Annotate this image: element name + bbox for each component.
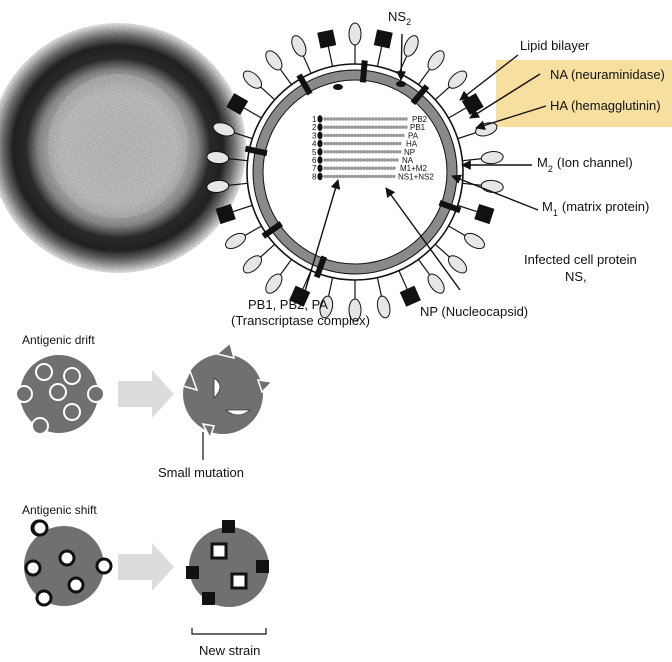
ha-spike xyxy=(242,70,276,101)
shift-original-virus xyxy=(24,519,113,607)
rna-segment: 6 NA xyxy=(312,156,414,165)
segment-gene-label: NS1+NS2 xyxy=(398,172,434,181)
m2-channel xyxy=(438,199,462,214)
segment-number: 8 xyxy=(312,172,317,181)
antigenic-shift-panel: Antigenic shift New strain xyxy=(22,503,269,658)
segment-gene-label: NA xyxy=(402,156,414,165)
segment-number: 2 xyxy=(312,123,317,132)
rna-segment: 7 M1+M2 xyxy=(312,164,427,173)
electron-micrograph xyxy=(0,23,246,273)
m2-channel xyxy=(261,221,283,239)
m2-ion-channels xyxy=(244,60,462,279)
ha-spike xyxy=(376,277,391,319)
na-spike xyxy=(398,270,421,307)
rna-segment: 1 PB2 xyxy=(312,115,428,124)
ha-spike xyxy=(457,122,498,140)
ha-spike xyxy=(434,70,468,101)
na-spike xyxy=(215,203,253,225)
segment-number: 5 xyxy=(312,148,317,157)
drift-arrow xyxy=(118,370,174,418)
m2-channel xyxy=(410,84,430,105)
transcriptase-label: PB1, PB2, PA xyxy=(248,297,328,312)
na-label: NA (neuraminidase) xyxy=(550,67,665,82)
ha-spike xyxy=(417,50,445,85)
segment-number: 6 xyxy=(312,156,317,165)
rna-segment: 5 NP xyxy=(312,148,415,157)
virion-schematic: 1 PB2 2 PB1 3 PA 4 HA 5 NP 6 NA 7 M1+M2 8 NS1+NS2 xyxy=(206,22,504,322)
na-spike xyxy=(457,203,495,225)
rna-segment: 4 HA xyxy=(312,140,418,149)
drift-original-virus xyxy=(15,353,105,435)
antigenic-drift-title: Antigenic drift xyxy=(22,333,95,347)
ha-spike xyxy=(348,280,362,322)
ha-spike xyxy=(348,22,362,64)
ns2-protein xyxy=(333,84,343,90)
ha-spike xyxy=(265,259,293,294)
ha-spike xyxy=(417,259,445,294)
m2-channel xyxy=(244,145,268,157)
new-strain-label: New strain xyxy=(199,643,260,658)
segment-gene-label: HA xyxy=(406,140,418,149)
ns2-label: NS2 xyxy=(388,9,411,27)
rna-segment: 3 PA xyxy=(312,131,419,140)
na-ha-highlight xyxy=(496,60,672,127)
nucleocapsid-label: NP (Nucleocapsid) xyxy=(420,304,528,319)
ha-spike xyxy=(265,50,293,85)
ha-spike xyxy=(206,179,248,194)
antigenic-drift-panel: Antigenic drift Small mutation xyxy=(15,333,274,480)
segment-number: 1 xyxy=(312,115,317,124)
na-spike xyxy=(373,29,393,67)
segment-number: 4 xyxy=(312,140,317,149)
segment-gene-label: PB2 xyxy=(412,115,428,124)
rna-segment: 8 NS1+NS2 xyxy=(312,172,434,181)
segment-gene-label: PB1 xyxy=(410,123,426,132)
segment-number: 7 xyxy=(312,164,317,173)
segment-gene-label: NP xyxy=(404,148,415,157)
ha-spike xyxy=(206,150,248,165)
rna-segments: 1 PB2 2 PB1 3 PA 4 HA 5 NP 6 NA 7 M1+M2 8 NS1+NS2 xyxy=(312,115,434,181)
segment-gene-label: M1+M2 xyxy=(400,164,427,173)
ha-spike xyxy=(319,277,334,319)
m1-label: M1(matrix protein) xyxy=(542,199,649,218)
ha-label: HA (hemagglutinin) xyxy=(550,98,661,113)
na-spike xyxy=(226,93,262,119)
infected-cell-protein-label: Infected cell protein xyxy=(524,252,637,267)
lipid-bilayer-label: Lipid bilayer xyxy=(520,38,590,53)
ha-spike xyxy=(448,225,485,250)
transcriptase-complex-label: (Transcriptase complex) xyxy=(231,313,370,328)
ha-spike xyxy=(398,35,419,74)
shift-new-virus xyxy=(186,520,269,607)
segment-gene-label: PA xyxy=(408,131,419,140)
m2-channel xyxy=(359,60,368,83)
drift-mutated-virus xyxy=(181,341,274,440)
rna-segment: 2 PB1 xyxy=(312,123,426,132)
ha-spike xyxy=(434,243,468,274)
ha-spike xyxy=(291,35,312,74)
shift-arrow xyxy=(118,543,174,591)
m2-label: M2(Ion channel) xyxy=(537,155,633,174)
leader-lines xyxy=(302,33,547,299)
ns2-protein xyxy=(396,81,406,87)
antigenic-shift-title: Antigenic shift xyxy=(22,503,97,517)
m2-channel xyxy=(296,73,313,96)
ha-spike xyxy=(462,179,504,194)
na-spike xyxy=(317,29,337,67)
ha-spike xyxy=(212,122,253,140)
ha-spike xyxy=(462,150,504,165)
new-strain-bracket xyxy=(191,628,267,635)
infected-cell-protein-ns-label: NS, xyxy=(565,269,587,284)
m2-channel xyxy=(313,255,328,279)
small-mutation-label: Small mutation xyxy=(158,465,244,480)
ha-spike xyxy=(242,243,276,274)
ha-spike xyxy=(225,225,262,250)
segment-number: 3 xyxy=(312,131,317,140)
